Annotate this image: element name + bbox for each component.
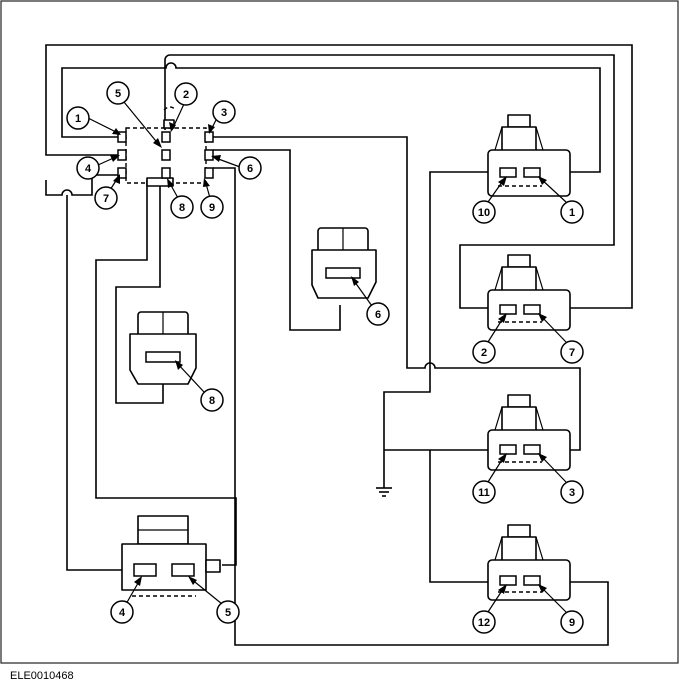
callout-sw-b-left: 2 <box>472 313 507 364</box>
svg-text:8: 8 <box>209 395 215 407</box>
switch-d <box>487 524 571 601</box>
callout-sw-d-left: 12 <box>472 584 507 634</box>
svg-text:6: 6 <box>375 309 381 321</box>
callout-main-4: 4 <box>76 155 120 180</box>
svg-text:11: 11 <box>478 487 490 499</box>
callout-sw-b-right: 7 <box>538 313 584 364</box>
wire-2-to-switch-b-left <box>164 54 615 309</box>
callout-main-9: 9 <box>200 178 224 219</box>
svg-text:9: 9 <box>569 617 575 629</box>
switch-a <box>487 114 571 197</box>
svg-text:4: 4 <box>85 163 92 175</box>
main-pin-9 <box>204 167 214 179</box>
wire-6-to-connector-6 <box>213 149 341 331</box>
svg-text:12: 12 <box>478 617 490 629</box>
svg-text:10: 10 <box>478 207 490 219</box>
callout-sw-d-right: 9 <box>538 584 584 634</box>
connector-8-pin <box>145 351 181 363</box>
svg-text:7: 7 <box>569 347 575 359</box>
svg-text:6: 6 <box>247 163 253 175</box>
svg-text:2: 2 <box>183 89 189 101</box>
svg-text:1: 1 <box>569 207 575 219</box>
connector-6-pin <box>325 267 361 279</box>
svg-text:4: 4 <box>119 607 126 619</box>
switch-b <box>487 254 571 331</box>
motor-connector <box>121 515 221 597</box>
svg-text:2: 2 <box>481 347 487 359</box>
callout-conn6: 6 <box>351 276 390 326</box>
callout-main-1: 1 <box>66 106 121 135</box>
callouts: 1 2 3 4 5 6 7 <box>66 81 584 634</box>
main-pin-2 <box>161 131 171 143</box>
switch-c <box>487 394 571 471</box>
svg-text:9: 9 <box>209 202 215 214</box>
svg-text:1: 1 <box>75 113 81 125</box>
ground-icon <box>376 487 392 497</box>
connector-6 <box>311 227 377 299</box>
wire-switch-a-left-to-ground <box>383 171 490 488</box>
callout-conn8: 8 <box>175 360 224 412</box>
svg-text:7: 7 <box>103 193 109 205</box>
main-pin-6 <box>204 149 214 161</box>
svg-text:3: 3 <box>569 487 575 499</box>
main-pin-1 <box>117 131 127 143</box>
main-pin-8 <box>161 167 171 179</box>
callout-sw-c-left: 11 <box>472 453 507 504</box>
wire-9-to-switch-d-right <box>213 167 609 646</box>
callout-motor-right: 5 <box>188 576 240 624</box>
svg-text:5: 5 <box>225 607 231 619</box>
callout-main-8: 8 <box>167 178 194 219</box>
callout-main-6: 6 <box>211 155 262 180</box>
svg-text:3: 3 <box>221 107 227 119</box>
callout-main-7: 7 <box>94 174 120 210</box>
wire-ground-to-switch-d-left <box>429 450 490 583</box>
callout-sw-a-left: 10 <box>472 176 507 224</box>
callout-main-2: 2 <box>169 82 198 132</box>
wire-5-to-motor-right <box>95 180 237 566</box>
callout-motor-left: 4 <box>110 576 142 624</box>
svg-text:8: 8 <box>179 202 185 214</box>
callout-sw-c-right: 3 <box>538 453 584 504</box>
wire-8-to-connector-8 <box>115 180 164 404</box>
callout-sw-a-right: 1 <box>538 176 584 224</box>
diagram-frame <box>0 0 679 664</box>
connector-8 <box>129 311 197 385</box>
figure-code: ELE0010468 <box>10 670 74 682</box>
callout-main-3: 3 <box>208 100 236 134</box>
wire-1-to-switch-a-right <box>61 62 601 173</box>
wire-harness <box>45 44 633 646</box>
wire-7-motor-feed <box>66 195 122 571</box>
callout-main-5: 5 <box>106 81 162 148</box>
wire-7-to-motor-left <box>45 174 118 196</box>
svg-text:5: 5 <box>115 88 121 100</box>
main-pin-5 <box>161 149 171 161</box>
main-pin-7 <box>117 167 127 179</box>
wire-4-to-switch-b-right <box>45 44 633 309</box>
